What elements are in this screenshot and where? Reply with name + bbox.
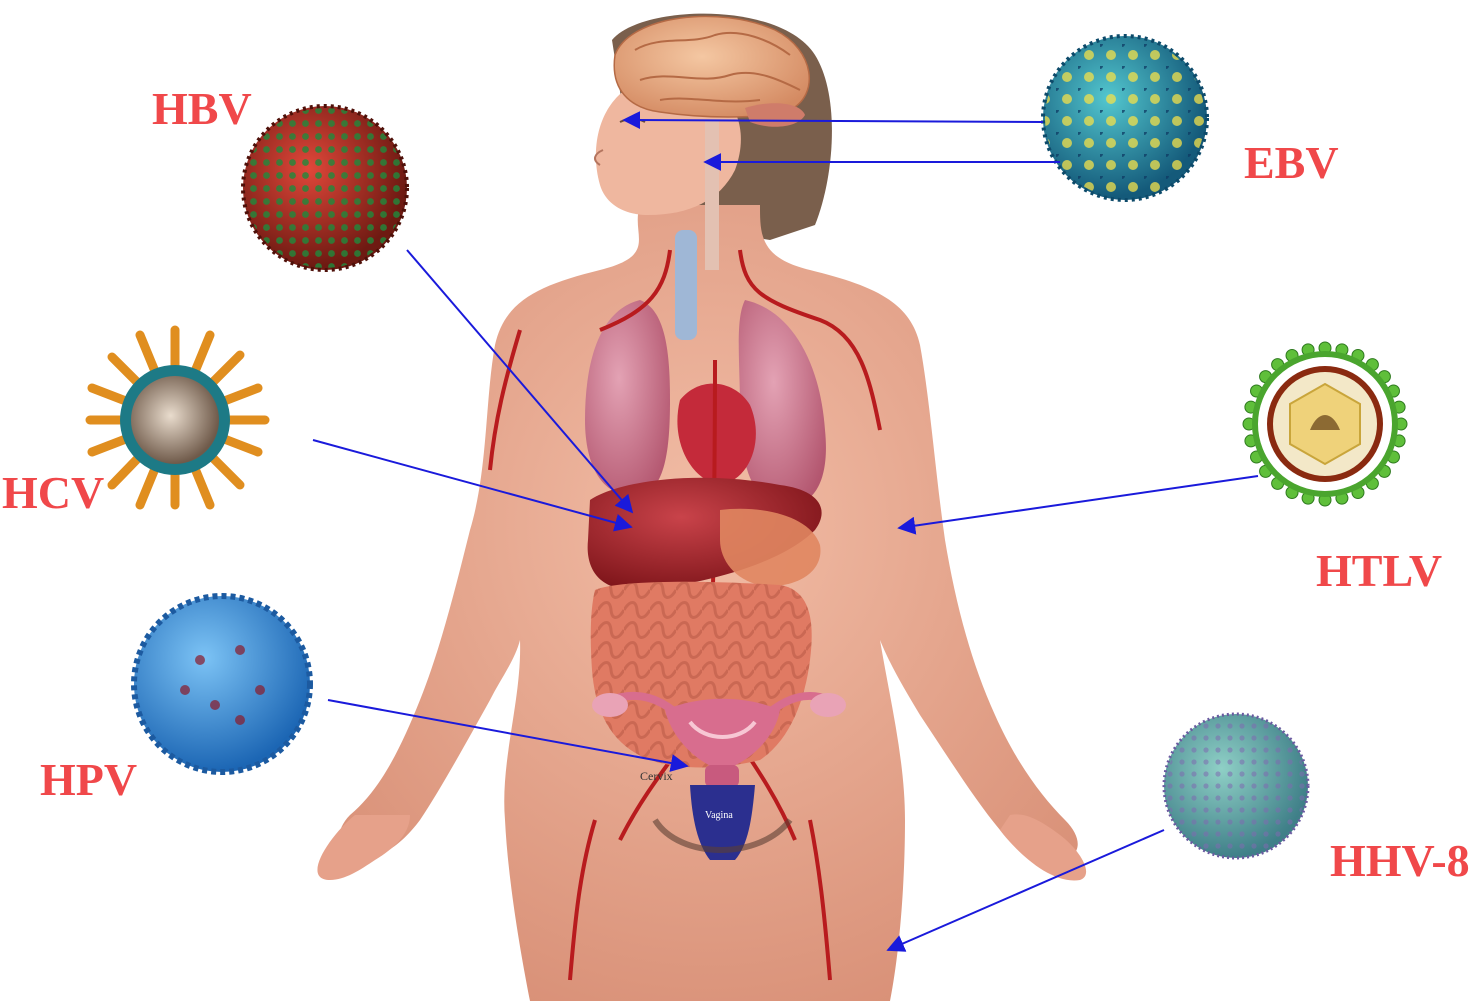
left-hand	[317, 815, 410, 880]
cervix-label: Cervix	[640, 769, 673, 783]
hhv8-label: HHV-8	[1330, 838, 1470, 884]
hcv-label: HCV	[2, 470, 104, 516]
hbv-label: HBV	[152, 86, 252, 132]
hhv8-virus-icon	[1164, 714, 1308, 858]
hpv-label: HPV	[40, 757, 137, 803]
htlv-virus-icon	[1243, 342, 1407, 506]
spinal-cord	[705, 120, 719, 270]
ebv-virus-icon	[1043, 36, 1207, 200]
trachea	[675, 230, 697, 340]
ebv-label: EBV	[1244, 140, 1339, 186]
hbv-virus-icon	[243, 106, 407, 270]
hpv-virus-icon	[134, 596, 310, 772]
htlv-arrow-to-arm	[899, 476, 1258, 528]
vagina-label: Vagina	[705, 810, 733, 821]
hcv-virus-icon	[90, 330, 265, 505]
cervix	[705, 765, 739, 787]
htlv-label: HTLV	[1316, 548, 1442, 594]
